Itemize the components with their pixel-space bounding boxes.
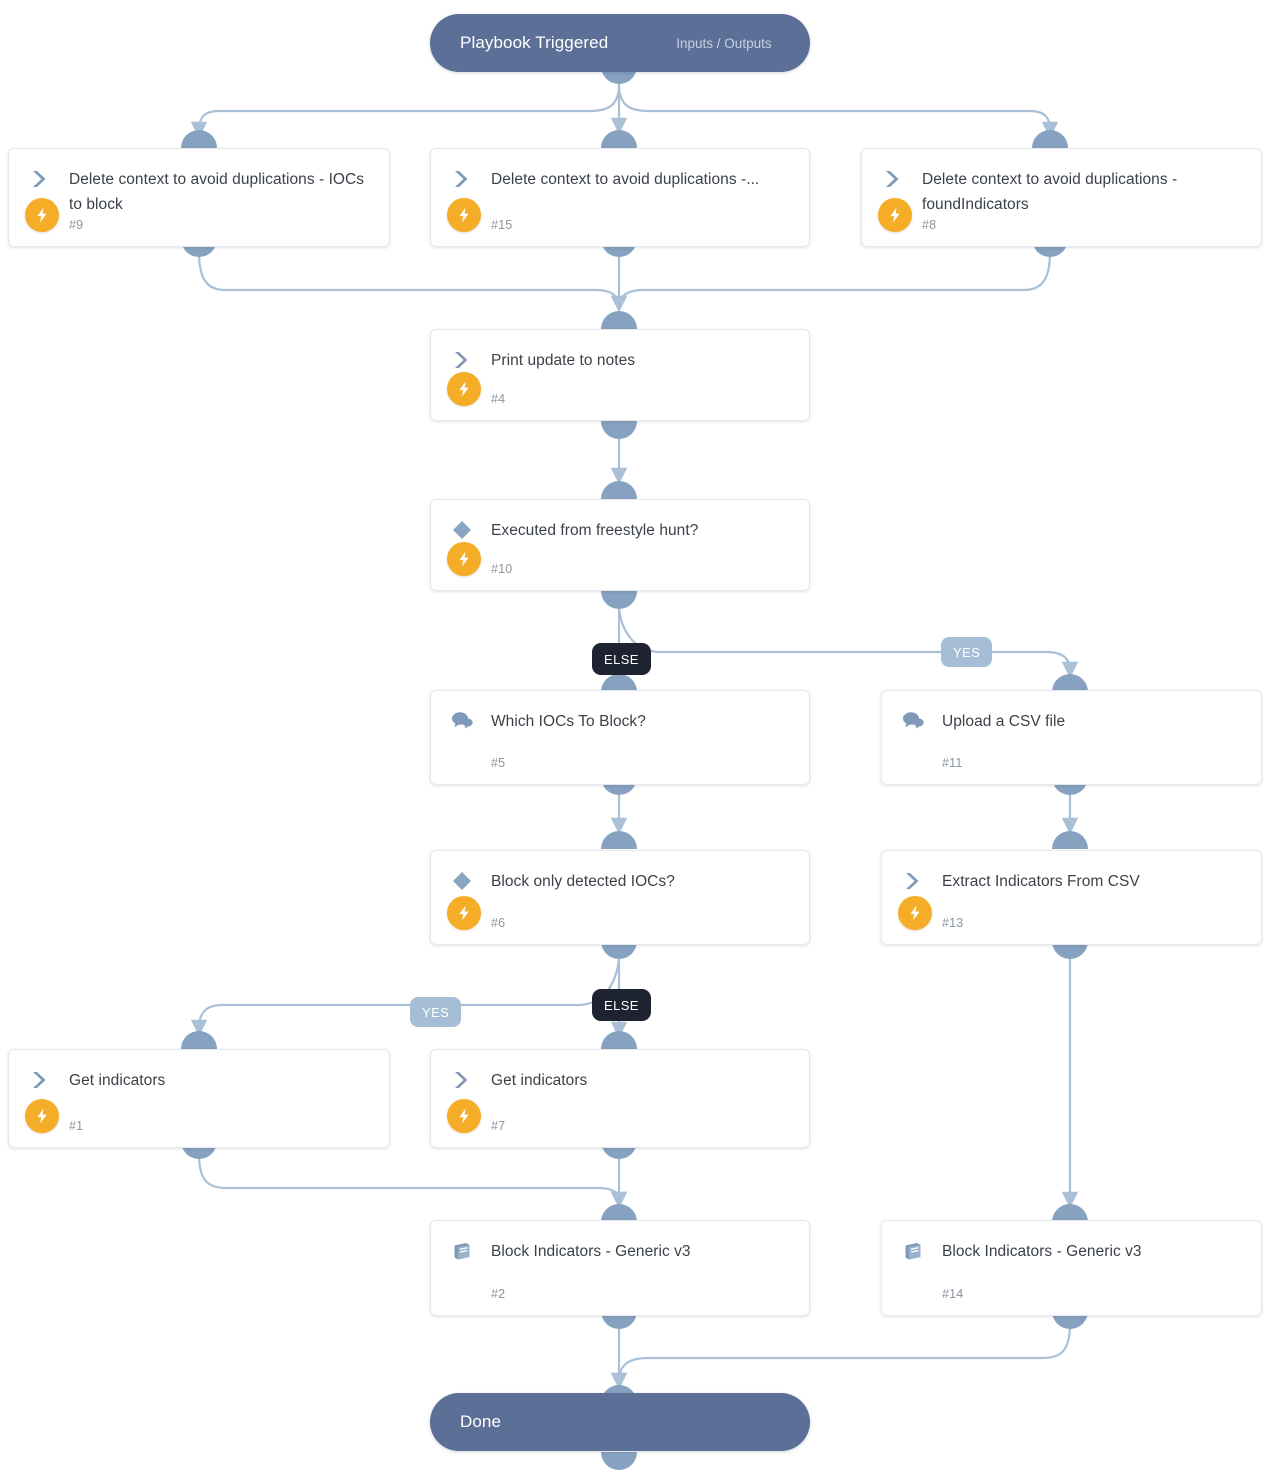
port-in-10 [601, 481, 637, 499]
edge-1-to-2 [197, 1152, 628, 1209]
diamond-condition-icon [449, 517, 475, 543]
task-number: #11 [942, 756, 963, 770]
task-number: #14 [942, 1287, 964, 1301]
edge-10-yes-to-11 [617, 602, 1079, 679]
task-node-8[interactable]: Delete context to avoid duplications - f… [861, 148, 1262, 247]
playbook-book-icon [900, 1238, 926, 1264]
port-in-9 [181, 130, 217, 148]
task-node-4[interactable]: Print update to notes #4 [430, 329, 810, 421]
chevron-right-icon [900, 868, 926, 894]
task-number: #4 [491, 392, 506, 406]
edge-14-to-done [610, 1322, 1072, 1390]
task-title: Extract Indicators From CSV [942, 873, 1140, 890]
speech-bubbles-icon [449, 708, 475, 734]
task-title: Block Indicators - Generic v3 [942, 1243, 1142, 1260]
edge-start-to-8 [617, 82, 1059, 139]
data-collection-node-11[interactable]: Upload a CSV file #11 [881, 690, 1262, 785]
automation-bolt-icon [447, 896, 481, 930]
subplaybook-node-14[interactable]: Block Indicators - Generic v3 #14 [881, 1220, 1262, 1316]
edge-9-to-4 [197, 250, 621, 310]
automation-bolt-icon [25, 1099, 59, 1133]
task-node-15[interactable]: Delete context to avoid duplications -..… [430, 148, 810, 247]
task-number: #15 [491, 218, 513, 232]
condition-node-10[interactable]: Executed from freestyle hunt? #10 [430, 499, 810, 591]
automation-bolt-icon [447, 198, 481, 232]
task-title: Delete context to avoid duplications - f… [922, 171, 1178, 213]
task-title: Block Indicators - Generic v3 [491, 1243, 691, 1260]
task-number: #8 [922, 218, 937, 232]
task-title: Print update to notes [491, 352, 636, 369]
task-number: #9 [69, 218, 84, 232]
port-in-7 [601, 1031, 637, 1049]
subplaybook-node-2[interactable]: Block Indicators - Generic v3 #2 [430, 1220, 810, 1316]
edge-8-to-4 [617, 250, 1052, 310]
playbook-inputs-outputs-link[interactable]: Inputs / Outputs [676, 35, 772, 51]
task-number: #2 [491, 1287, 506, 1301]
task-title: Executed from freestyle hunt? [491, 522, 699, 539]
automation-bolt-icon [447, 542, 481, 576]
task-title: Upload a CSV file [942, 713, 1066, 730]
diamond-condition-icon [449, 868, 475, 894]
chevron-right-icon [880, 166, 906, 192]
task-node-1[interactable]: Get indicators #1 [8, 1049, 390, 1148]
chevron-right-icon [449, 1067, 475, 1093]
automation-bolt-icon [447, 372, 481, 406]
task-node-9[interactable]: Delete context to avoid duplications - I… [8, 148, 390, 247]
playbook-triggered-title: Playbook Triggered [460, 33, 609, 52]
port-in-1 [181, 1031, 217, 1049]
automation-bolt-icon [447, 1099, 481, 1133]
port-in-4 [601, 311, 637, 329]
task-number: #7 [491, 1119, 506, 1133]
branch-label-yes-6[interactable]: YES [410, 997, 462, 1027]
done-node[interactable]: Done [430, 1393, 810, 1451]
task-title: Block only detected IOCs? [491, 873, 675, 890]
task-number: #13 [942, 916, 964, 930]
port-in-6 [601, 831, 637, 849]
task-title: Delete context to avoid duplications - I… [69, 171, 365, 213]
task-node-7[interactable]: Get indicators #7 [430, 1049, 810, 1148]
playbook-book-icon [449, 1238, 475, 1264]
port-out-10 [601, 591, 637, 609]
port-out-done [601, 1452, 637, 1470]
automation-bolt-icon [898, 896, 932, 930]
speech-bubbles-icon [900, 708, 926, 734]
task-number: #5 [491, 756, 506, 770]
task-title: Get indicators [69, 1072, 166, 1089]
branch-label-else-6[interactable]: ELSE [592, 989, 651, 1021]
chevron-right-icon [27, 1067, 53, 1093]
done-title: Done [460, 1412, 502, 1431]
edge-6-yes-to-1 [190, 952, 621, 1037]
automation-bolt-icon [878, 198, 912, 232]
edge-start-to-9 [190, 82, 621, 139]
task-number: #6 [491, 916, 506, 930]
automation-bolt-icon [25, 198, 59, 232]
port-in-8 [1032, 130, 1068, 148]
task-title: Delete context to avoid duplications -..… [491, 171, 760, 188]
task-title: Get indicators [491, 1072, 588, 1089]
condition-node-6[interactable]: Block only detected IOCs? #6 [430, 850, 810, 945]
port-in-13 [1052, 831, 1088, 849]
task-title: Which IOCs To Block? [491, 713, 646, 730]
data-collection-node-5[interactable]: Which IOCs To Block? #5 [430, 690, 810, 785]
chevron-right-icon [449, 166, 475, 192]
port-out-4 [601, 421, 637, 439]
branch-label-yes-10[interactable]: YES [941, 637, 993, 667]
playbook-triggered-node[interactable]: Playbook Triggered Inputs / Outputs [430, 14, 810, 72]
chevron-right-icon [27, 166, 53, 192]
branch-label-else-10[interactable]: ELSE [592, 643, 651, 675]
chevron-right-icon [449, 347, 475, 373]
port-in-15 [601, 130, 637, 148]
task-number: #10 [491, 562, 513, 576]
task-number: #1 [69, 1119, 84, 1133]
task-node-13[interactable]: Extract Indicators From CSV #13 [881, 850, 1262, 945]
